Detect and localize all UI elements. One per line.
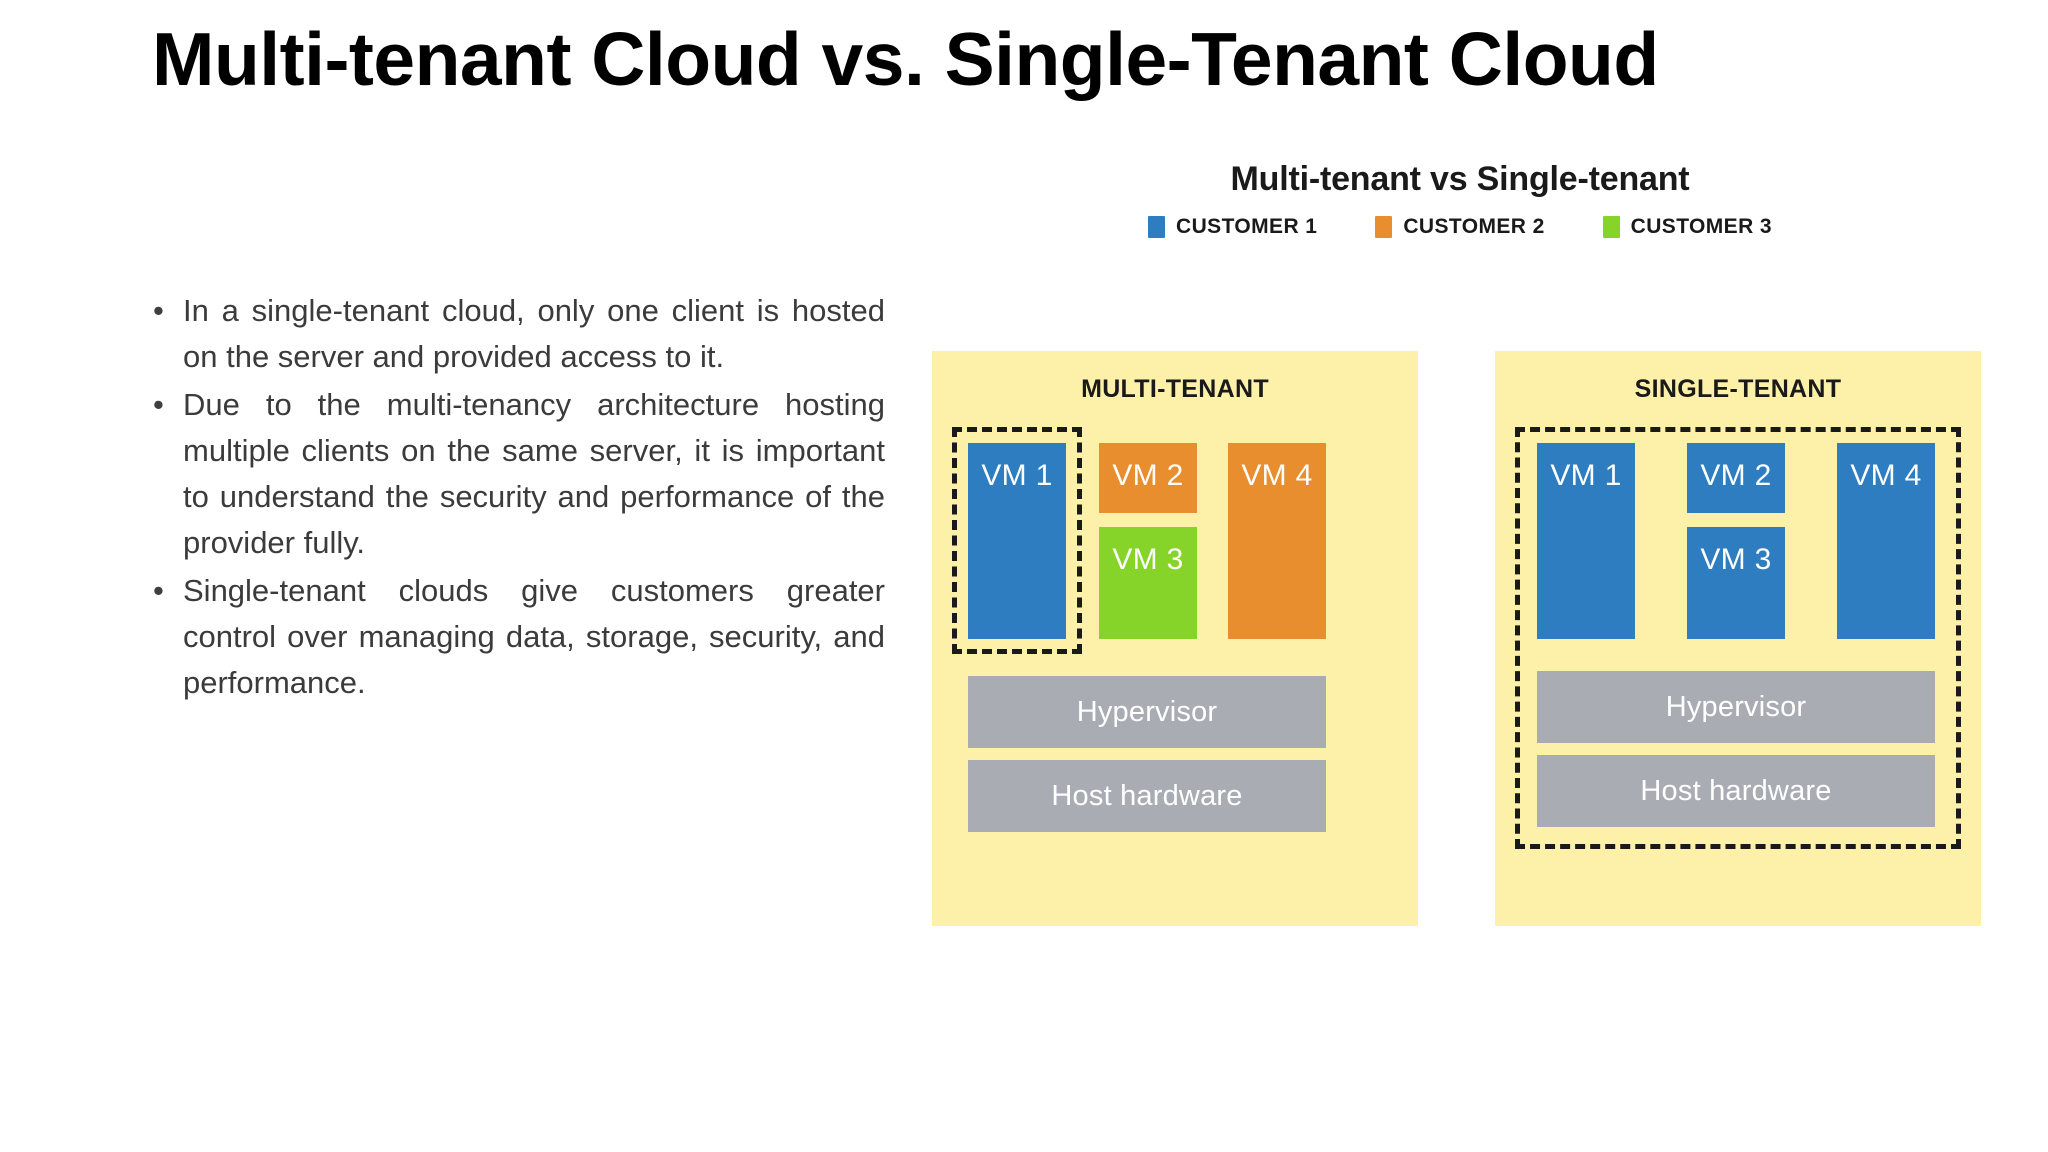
- hypervisor-bar-multi: Hypervisor: [968, 676, 1326, 748]
- legend-label: CUSTOMER 3: [1630, 215, 1772, 238]
- list-item: • Single-tenant clouds give customers gr…: [145, 568, 885, 706]
- vm-block-single-4: VM 4: [1837, 443, 1935, 639]
- vm-block-single-3: VM 3: [1687, 527, 1785, 639]
- vm-block-single-2: VM 2: [1687, 443, 1785, 513]
- tenant-isolation-boundary-single: [1515, 427, 1961, 849]
- vm-block-single-1: VM 1: [1537, 443, 1635, 639]
- list-item: • In a single-tenant cloud, only one cli…: [145, 288, 885, 380]
- legend-swatch-icon: [1602, 216, 1620, 238]
- bullet-list: • In a single-tenant cloud, only one cli…: [145, 288, 885, 708]
- comparison-diagram: Multi-tenant vs Single-tenant CUSTOMER 1…: [905, 155, 2015, 945]
- legend-swatch-icon: [1375, 216, 1393, 238]
- tenant-isolation-boundary-multi: [952, 427, 1082, 654]
- page-title: Multi-tenant Cloud vs. Single-Tenant Clo…: [152, 17, 1659, 101]
- legend-item-customer-2: CUSTOMER 2: [1375, 215, 1544, 239]
- hypervisor-bar-single: Hypervisor: [1537, 671, 1935, 743]
- vm-label: VM 1: [1550, 459, 1622, 492]
- list-item-text: In a single-tenant cloud, only one clien…: [183, 293, 885, 374]
- vm-label: VM 3: [1112, 543, 1184, 576]
- vm-label: VM 1: [981, 459, 1053, 492]
- vm-block-multi-4: VM 4: [1228, 443, 1326, 639]
- list-item-text: Due to the multi-tenancy architecture ho…: [183, 387, 885, 560]
- vm-label: VM 4: [1241, 459, 1313, 492]
- vm-label: VM 3: [1700, 543, 1772, 576]
- panel-multi-tenant: MULTI-TENANT VM 1 VM 2 VM 3 VM 4 Hypervi…: [932, 351, 1418, 926]
- vm-block-multi-3: VM 3: [1099, 527, 1197, 639]
- legend-label: CUSTOMER 2: [1403, 215, 1545, 238]
- vm-label: VM 2: [1112, 459, 1184, 492]
- vm-label: VM 4: [1850, 459, 1922, 492]
- legend-item-customer-3: CUSTOMER 3: [1602, 215, 1772, 239]
- bullet-point-icon: •: [153, 573, 164, 608]
- legend-label: CUSTOMER 1: [1176, 215, 1318, 238]
- vm-block-multi-1: VM 1: [968, 443, 1066, 639]
- diagram-legend: CUSTOMER 1 CUSTOMER 2 CUSTOMER 3: [905, 215, 2015, 239]
- panel-heading: SINGLE-TENANT: [1634, 375, 1842, 403]
- vm-label: VM 2: [1700, 459, 1772, 492]
- host-hardware-bar-multi: Host hardware: [968, 760, 1326, 832]
- diagram-title: Multi-tenant vs Single-tenant: [1230, 160, 1690, 198]
- list-item-text: Single-tenant clouds give customers grea…: [183, 573, 885, 700]
- legend-swatch-icon: [1148, 216, 1166, 238]
- vm-block-multi-2: VM 2: [1099, 443, 1197, 513]
- bullet-point-icon: •: [153, 387, 164, 422]
- list-item: • Due to the multi-tenancy architecture …: [145, 382, 885, 566]
- panel-single-tenant: SINGLE-TENANT VM 1 VM 2 VM 3 VM 4 Hyperv…: [1495, 351, 1981, 926]
- panel-heading: MULTI-TENANT: [1081, 375, 1269, 403]
- bullet-point-icon: •: [153, 293, 164, 328]
- host-hardware-bar-single: Host hardware: [1537, 755, 1935, 827]
- legend-item-customer-1: CUSTOMER 1: [1148, 215, 1317, 239]
